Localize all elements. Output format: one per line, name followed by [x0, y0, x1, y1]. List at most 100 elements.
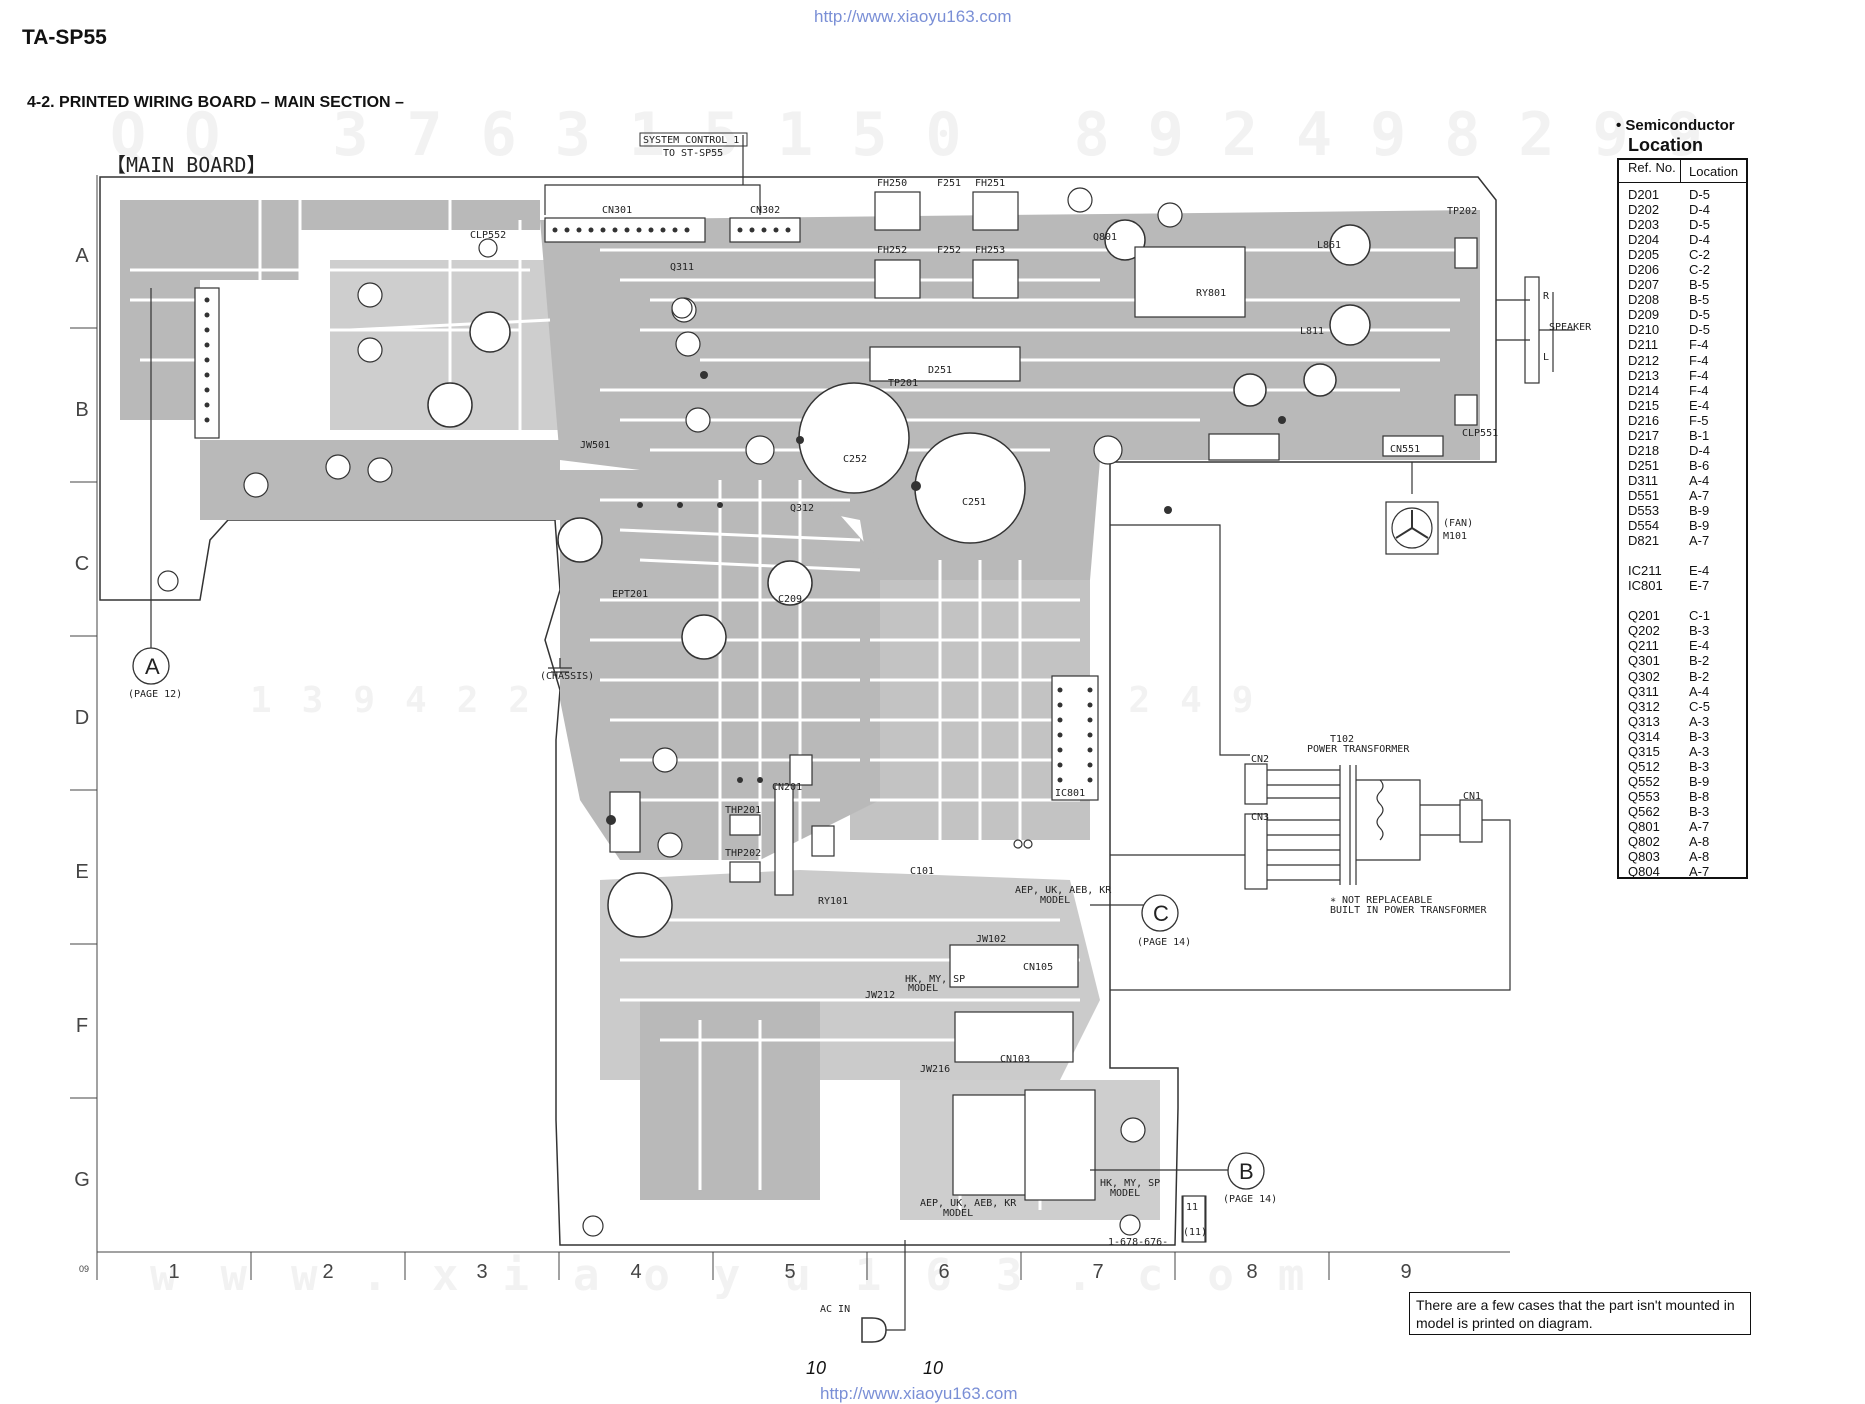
mounting-holes [157, 297, 1141, 1237]
ref-no-cell: Q201 [1628, 608, 1660, 624]
page-number-left: 10 [806, 1358, 827, 1378]
label-ry801: RY801 [1196, 288, 1226, 299]
main-board-title: 【MAIN BOARD】 [106, 153, 266, 177]
label-cn302: CN302 [750, 205, 780, 216]
connector-c-label: C [1153, 901, 1169, 926]
ref-no-cell: D209 [1628, 307, 1660, 323]
solder-pads [204, 227, 1286, 825]
grid-frame [70, 175, 1510, 1280]
label-ept201: EPT201 [612, 589, 648, 600]
url-header[interactable]: http://www.xiaoyu163.com [814, 7, 1012, 26]
label-ry101: RY101 [818, 896, 848, 907]
label-fh250: FH250 [877, 178, 907, 189]
ref-no-cell: D214 [1628, 382, 1660, 398]
watermark-top: QQ 376315150 892498299 [110, 100, 1741, 170]
label-cn1: CN1 [1463, 791, 1481, 802]
location-cell: B-3 [1689, 803, 1710, 819]
location-cell: A-7 [1689, 533, 1710, 549]
label-thp201: THP201 [725, 805, 761, 816]
table-row: Q311 A-4 [1619, 684, 1746, 699]
location-cell: C-5 [1689, 698, 1710, 714]
label-clp551: CLP551 [1462, 428, 1498, 439]
label-page12: (PAGE 12) [128, 689, 182, 700]
ac-plug-icon [861, 1317, 887, 1343]
grid-labels: A B C D E F G 1 2 3 4 5 6 7 8 9 [74, 245, 1411, 1283]
location-cell: E-7 [1689, 578, 1710, 594]
ref-no-cell: D207 [1628, 277, 1660, 293]
location-cell: F-5 [1689, 412, 1709, 428]
ref-no-cell: D251 [1628, 457, 1660, 473]
location-cell: F-4 [1689, 337, 1709, 353]
grid-row-f: F [76, 1015, 88, 1037]
label-l861: L861 [1317, 240, 1341, 251]
table-row [1619, 548, 1746, 563]
label-cn103: CN103 [1000, 1054, 1030, 1065]
location-cell: D-5 [1689, 307, 1710, 323]
label-page14-c: (PAGE 14) [1137, 937, 1191, 948]
model-number: TA-SP55 [22, 26, 107, 49]
grid-row-b: B [75, 399, 88, 421]
location-cell: A-7 [1689, 487, 1710, 503]
mounting-note: There are a few cases that the part isn'… [1409, 1292, 1751, 1335]
relay-ry801 [1134, 246, 1246, 318]
connector-cn103 [954, 1011, 1074, 1063]
location-cell: F-4 [1689, 352, 1709, 368]
label-thp202: THP202 [725, 848, 761, 859]
grid-row-c: C [75, 553, 89, 575]
location-cell: C-2 [1689, 247, 1710, 263]
label-q312: Q312 [790, 503, 814, 514]
location-cell: B-5 [1689, 292, 1710, 308]
label-d251: D251 [928, 365, 952, 376]
ref-no-cell: Q562 [1628, 803, 1660, 819]
ref-no-cell: D554 [1628, 518, 1660, 534]
location-cell: B-2 [1689, 668, 1710, 684]
ref-no-cell: Q801 [1628, 818, 1660, 834]
ref-no-cell: D205 [1628, 247, 1660, 263]
capacitor-c503 [427, 382, 473, 428]
location-cell: D-5 [1689, 187, 1710, 202]
label-q801: Q801 [1093, 232, 1117, 243]
location-cell: A-8 [1689, 834, 1710, 850]
url-footer[interactable]: http://www.xiaoyu163.com [820, 1384, 1018, 1403]
location-cell: E-4 [1689, 397, 1710, 413]
label-model-hk-bottom: HK, MY, SP [1100, 1178, 1160, 1189]
ref-no-cell [1619, 593, 1683, 608]
grid-col-9: 9 [1400, 1261, 1411, 1283]
location-cell: C-2 [1689, 262, 1710, 278]
label-c252: C252 [843, 454, 867, 465]
ref-no-cell: D216 [1628, 412, 1660, 428]
location-cell: A-4 [1689, 683, 1710, 699]
label-f252: F252 [937, 245, 961, 256]
ref-no-cell: Q311 [1628, 683, 1659, 699]
location-cell [1683, 593, 1689, 608]
label-system-control: SYSTEM CONTROL 1 [643, 135, 739, 146]
label-fh252: FH252 [877, 245, 907, 256]
location-cell: D-4 [1689, 232, 1710, 248]
label-not-replaceable: ∗ NOT REPLACEABLE [1330, 895, 1432, 906]
location-cell: A-8 [1689, 849, 1710, 865]
ref-no-cell: D210 [1628, 322, 1660, 338]
location-cell: B-3 [1689, 728, 1710, 744]
label-power-transformer: POWER TRANSFORMER [1307, 744, 1410, 755]
label-cn105: CN105 [1023, 962, 1053, 973]
capacitor-c210 [607, 872, 673, 938]
